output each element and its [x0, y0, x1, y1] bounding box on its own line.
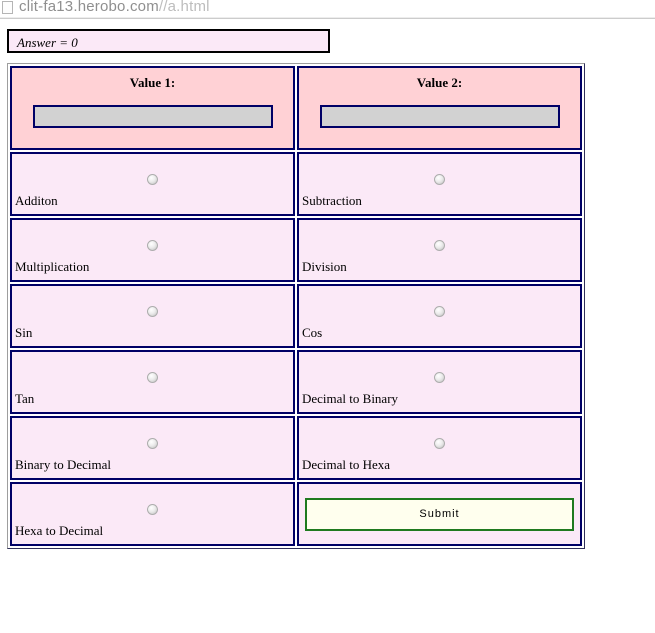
radio-cos[interactable]: [433, 306, 445, 317]
divider: [0, 17, 655, 19]
browser-tab[interactable]: clit-fa13.herobo.com//a.html: [0, 0, 655, 16]
operation-cell-hexa-to-decimal[interactable]: Hexa to Decimal: [10, 482, 295, 546]
operation-cell-subtraction[interactable]: Subtraction: [297, 152, 582, 216]
operation-row: Additon Subtraction: [10, 152, 582, 216]
value1-label: Value 1:: [129, 75, 176, 90]
radio-multiplication[interactable]: [146, 240, 158, 251]
operation-row: Binary to Decimal Decimal to Hexa: [10, 416, 582, 480]
value1-input[interactable]: [32, 105, 273, 128]
tab-title: clit-fa13.herobo.com//a.html: [19, 0, 210, 15]
operation-row: Multiplication Division: [10, 218, 582, 282]
operation-cell-cos[interactable]: Cos: [297, 284, 582, 348]
operation-row: Hexa to Decimal Submit: [10, 482, 582, 546]
calculator-table: Value 1: Value 2: Additon Subtraction Mu…: [7, 63, 585, 549]
operation-label: Decimal to Binary: [302, 391, 399, 406]
operation-cell-decimal-to-hexa[interactable]: Decimal to Hexa: [297, 416, 582, 480]
value2-cell: Value 2:: [297, 66, 582, 150]
operation-cell-sin[interactable]: Sin: [10, 284, 295, 348]
radio-decimal-to-binary[interactable]: [433, 372, 445, 383]
operation-cell-division[interactable]: Division: [297, 218, 582, 282]
operation-label: Subtraction: [302, 193, 362, 208]
operation-label: Multiplication: [15, 259, 90, 274]
radio-addition[interactable]: [146, 174, 158, 185]
value2-input[interactable]: [319, 105, 560, 128]
operation-cell-addition[interactable]: Additon: [10, 152, 295, 216]
operation-label: Decimal to Hexa: [302, 457, 391, 472]
radio-binary-to-decimal[interactable]: [146, 438, 158, 449]
value1-cell: Value 1:: [10, 66, 295, 150]
submit-button[interactable]: Submit: [305, 497, 574, 531]
operation-label: Hexa to Decimal: [15, 523, 104, 538]
tab-title-host: clit-fa13.herobo.com: [19, 0, 159, 15]
operation-cell-multiplication[interactable]: Multiplication: [10, 218, 295, 282]
operation-cell-tan[interactable]: Tan: [10, 350, 295, 414]
operation-row: Tan Decimal to Binary: [10, 350, 582, 414]
operation-cell-decimal-to-binary[interactable]: Decimal to Binary: [297, 350, 582, 414]
answer-text: Answer = 0: [17, 35, 78, 50]
value2-label: Value 2:: [416, 75, 463, 90]
operation-label: Sin: [15, 325, 33, 340]
radio-subtraction[interactable]: [433, 174, 445, 185]
radio-decimal-to-hexa[interactable]: [433, 438, 445, 449]
submit-cell: Submit: [297, 482, 582, 546]
header-row: Value 1: Value 2:: [10, 66, 582, 150]
operation-cell-binary-to-decimal[interactable]: Binary to Decimal: [10, 416, 295, 480]
operation-label: Additon: [15, 193, 58, 208]
page-icon: [2, 1, 13, 14]
operation-label: Binary to Decimal: [15, 457, 112, 472]
radio-sin[interactable]: [146, 306, 158, 317]
operation-label: Cos: [302, 325, 323, 340]
radio-hexa-to-decimal[interactable]: [146, 504, 158, 515]
operation-label: Tan: [15, 391, 35, 406]
answer-box: Answer = 0: [7, 29, 330, 53]
operation-label: Division: [302, 259, 347, 274]
operation-row: Sin Cos: [10, 284, 582, 348]
radio-division[interactable]: [433, 240, 445, 251]
radio-tan[interactable]: [146, 372, 158, 383]
tab-title-path: //a.html: [158, 0, 210, 15]
